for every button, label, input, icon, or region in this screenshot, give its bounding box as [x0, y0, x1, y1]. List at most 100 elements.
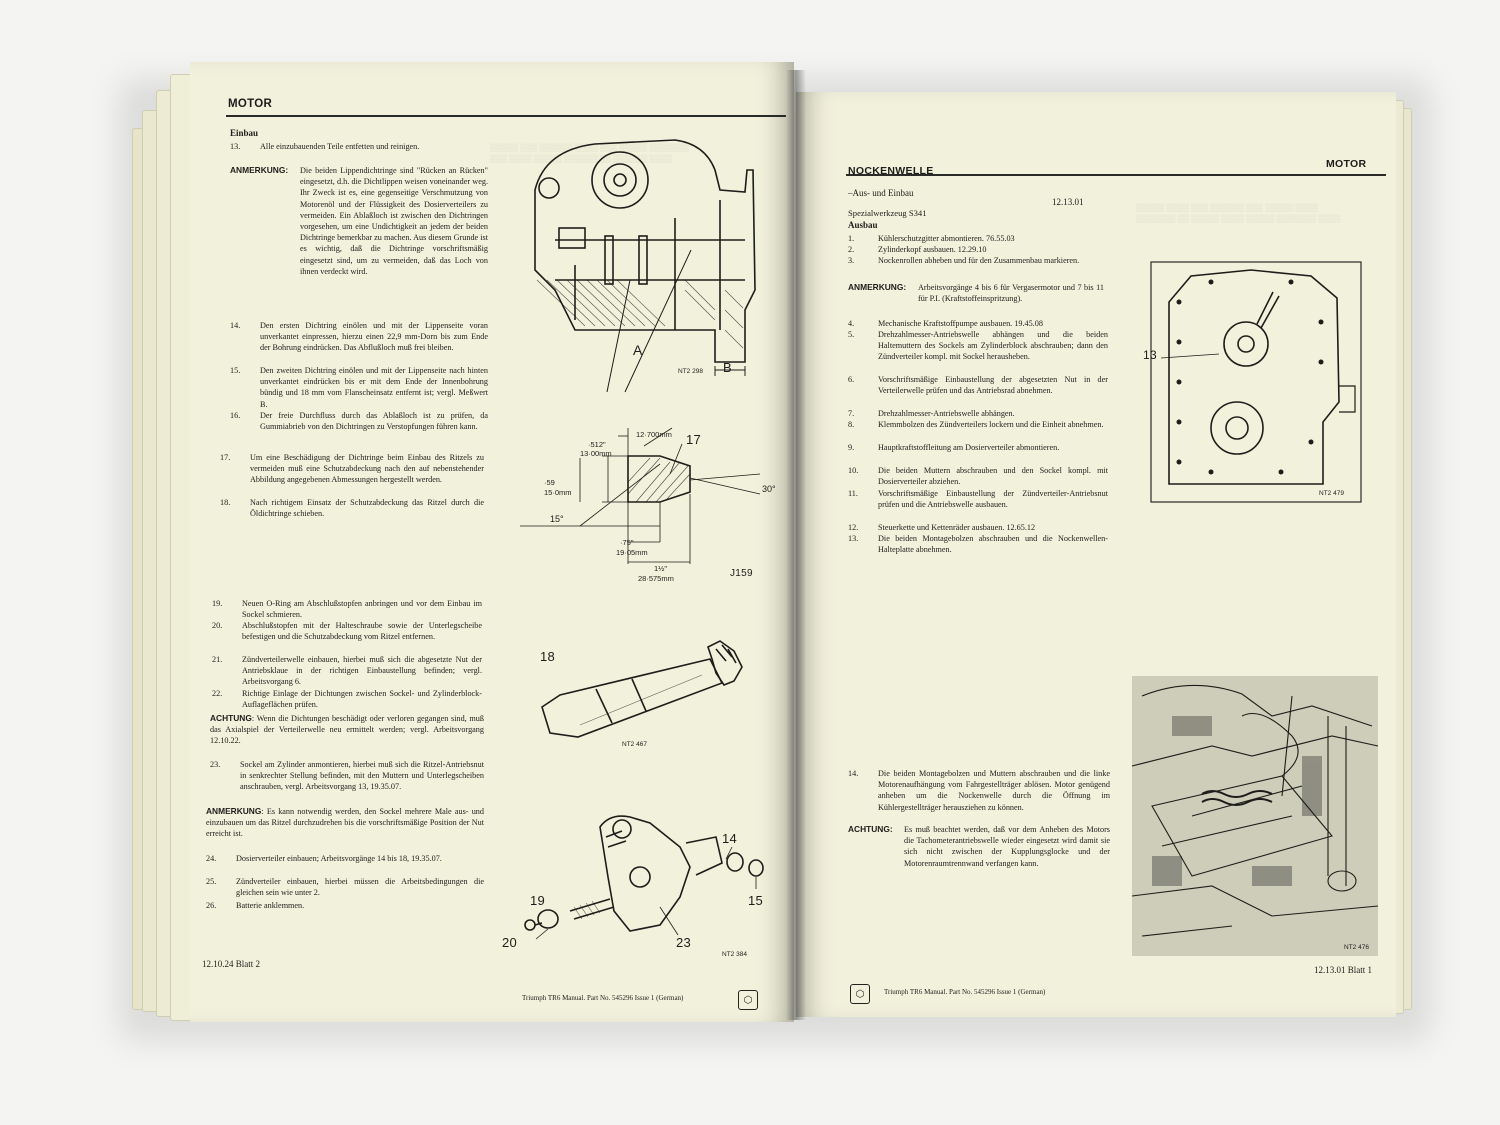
step-text: Drehzahlmesser-Antriebswelle abhängen.: [878, 409, 1015, 418]
step-number: 11.: [848, 489, 858, 498]
step-text: Zylinderkopf ausbauen. 12.29.10: [878, 245, 987, 254]
step-text: Abschlußstopfen mit der Halteschraube so…: [242, 621, 482, 642]
figure-engine-bay: NT2 476: [1131, 676, 1379, 956]
step-text: Steuerkette und Kettenräder ausbauen. 12…: [878, 523, 1036, 532]
angle-15: 15°: [550, 514, 564, 524]
figure-pedestal-assembly: 14 15 19 20 23 NT2 384: [490, 807, 780, 958]
callout-17: 17: [686, 432, 702, 447]
publisher-logo-icon: ⬡: [738, 990, 758, 1010]
front-plate-drawing: [1150, 261, 1362, 503]
step-number: 13.: [848, 534, 859, 543]
step-text: Nach richtigem Einsatz der Schutzabdecku…: [250, 498, 484, 519]
callout-a: A: [633, 342, 643, 358]
dim-15-0mm: 15·0mm: [544, 488, 572, 497]
note-text: Arbeitsvorgänge 4 bis 6 für Vergasermoto…: [918, 283, 1104, 304]
right-footer-code: 12.13.01 Blatt 1: [1314, 965, 1372, 975]
step-text: Batterie anklemmen.: [236, 901, 305, 910]
step-text: Dosierverteiler einbauen; Arbeitsvorgäng…: [236, 854, 442, 863]
step-text: Der freie Durchfluss durch das Ablaßloch…: [260, 411, 488, 432]
step-text: Die beiden Montagebolzen und Muttern abs…: [878, 769, 1110, 812]
pinion-drawing: [541, 640, 743, 738]
step-text: Kühlerschutzgitter abmontieren. 76.55.03: [878, 234, 1015, 243]
step-number: 24.: [206, 854, 217, 863]
note-text: : Es kann notwendig werden, den Sockel m…: [206, 807, 484, 839]
step-number: 15.: [230, 366, 241, 375]
dim-1-5-inch: 1½": [654, 564, 668, 573]
step-number: 19.: [212, 599, 223, 608]
step-number: 16.: [230, 411, 241, 420]
right-tool: Spezialwerkzeug S341: [848, 208, 927, 218]
step-number: 25.: [206, 877, 217, 886]
figure-code: NT2 467: [622, 741, 647, 748]
step-number: 10.: [848, 466, 859, 475]
step-number: 4.: [848, 319, 855, 328]
note-text: Die beiden Lippendichtringe sind "Rücken…: [300, 166, 488, 276]
step-text: Nockenrollen abheben und für den Zusamme…: [878, 256, 1080, 265]
note-label: ACHTUNG:: [848, 824, 893, 834]
step-text: Alle einzubauenden Teile entfetten und r…: [260, 142, 420, 151]
show-through-text: ▒▒▒▒▒ ▒▒▒▒ ▒▒▒ ▒▒▒▒▒▒ ▒▒▒ ▒▒▒▒▒ ▒▒▒▒ ▒▒▒…: [1136, 203, 1341, 223]
callout-19: 19: [530, 893, 546, 908]
left-footer-manual: Triumph TR6 Manual. Part No. 545296 Issu…: [522, 994, 684, 1002]
dim-12-700mm: 12·700mm: [636, 430, 672, 439]
callout-b: B: [723, 360, 732, 375]
pedestal-section-drawing: [534, 139, 756, 393]
step-number: 12.: [848, 523, 859, 532]
angle-30: 30°: [762, 484, 776, 494]
note-label: ANMERKUNG:: [848, 282, 907, 292]
dim-19-05mm: 19·05mm: [616, 548, 648, 557]
figure-code: NT2 384: [722, 951, 747, 958]
right-title: –Aus- und Einbau: [848, 188, 914, 198]
note-paragraph: ANMERKUNG: Es kann notwendig werden, den…: [206, 806, 484, 840]
step-text: Hauptkraftstoffleitung am Dosierverteile…: [878, 443, 1060, 452]
callout-15: 15: [748, 893, 764, 908]
step-text: Richtige Einlage der Dichtungen zwischen…: [242, 689, 482, 710]
right-subheading: Ausbau: [848, 220, 878, 230]
step-number: 14.: [230, 321, 241, 330]
step-number: 1.: [848, 234, 855, 243]
callout-18: 18: [540, 649, 556, 664]
step-text: Vorschriftsmäßige Einbaustellung der abg…: [878, 375, 1108, 396]
dim-59: ·59: [544, 478, 555, 487]
callout-14: 14: [722, 831, 738, 846]
left-section-header: MOTOR: [228, 98, 273, 110]
callout-13: 13: [1143, 348, 1157, 362]
right-header-rule: [846, 174, 1386, 176]
step-number: 3.: [848, 256, 855, 265]
left-subheading: Einbau: [230, 128, 259, 138]
step-number: 23.: [210, 760, 221, 769]
figure-code: NT2 476: [1344, 944, 1369, 951]
step-number: 20.: [212, 621, 223, 630]
step-text: Den zweiten Dichtring einölen und mit de…: [260, 366, 488, 409]
step-text: Klemmbolzen des Zündverteilers lockern u…: [878, 420, 1104, 429]
show-through-text: ▒▒▒▒▒ ▒▒▒ ▒▒▒▒▒▒ ▒▒▒▒ ▒▒▒ ▒▒▒▒▒ ▒▒▒▒▒▒▒ …: [490, 143, 690, 163]
step-text: Um eine Beschädigung der Dichtringe beim…: [250, 453, 484, 485]
sleeve-dimension-drawing: [520, 427, 761, 564]
step-text: Neuen O-Ring am Abschlußstopfen anbringe…: [242, 599, 482, 620]
figure-code-j159: J159: [730, 568, 753, 579]
callout-20: 20: [502, 935, 518, 950]
step-text: Die beiden Muttern abschrauben und den S…: [878, 466, 1108, 487]
step-number: 22.: [212, 689, 223, 698]
figure-protective-sleeve: 12·700mm ·512" 13·00mm ·59 15·0mm ·75" 1…: [510, 414, 780, 584]
note-label: ANMERKUNG:: [230, 165, 289, 175]
right-page: NOCKENWELLE MOTOR ▒▒▒▒▒ ▒▒▒▒ ▒▒▒ ▒▒▒▒▒▒ …: [796, 92, 1396, 1017]
step-number: 2.: [848, 245, 855, 254]
step-text: Zündverteilerwelle einbauen, hierbei muß…: [242, 655, 482, 687]
step-number: 13.: [230, 142, 241, 151]
note-label: ANMERKUNG: [206, 806, 262, 816]
note-text: : Wenn die Dichtungen beschädigt oder ve…: [210, 714, 484, 746]
step-text: Mechanische Kraftstoffpumpe ausbauen. 19…: [878, 319, 1043, 328]
figure-front-plate: 13 NT2 479: [1143, 261, 1362, 503]
step-text: Drehzahlmesser-Antriebswelle abhängen un…: [878, 330, 1108, 362]
step-number: 21.: [212, 655, 223, 664]
figure-code: NT2 479: [1319, 490, 1344, 497]
step-text: Zündverteiler einbauen, hierbei müssen d…: [236, 877, 484, 898]
book-gutter: [786, 70, 806, 1020]
step-number: 8.: [848, 420, 855, 429]
step-text: Den ersten Dichtring einölen und mit der…: [260, 321, 488, 353]
step-number: 18.: [220, 498, 231, 507]
figure-pedestal-section: A B NT2 298: [515, 130, 775, 393]
step-number: 6.: [848, 375, 855, 384]
right-op-code: 12.13.01: [1052, 197, 1084, 207]
